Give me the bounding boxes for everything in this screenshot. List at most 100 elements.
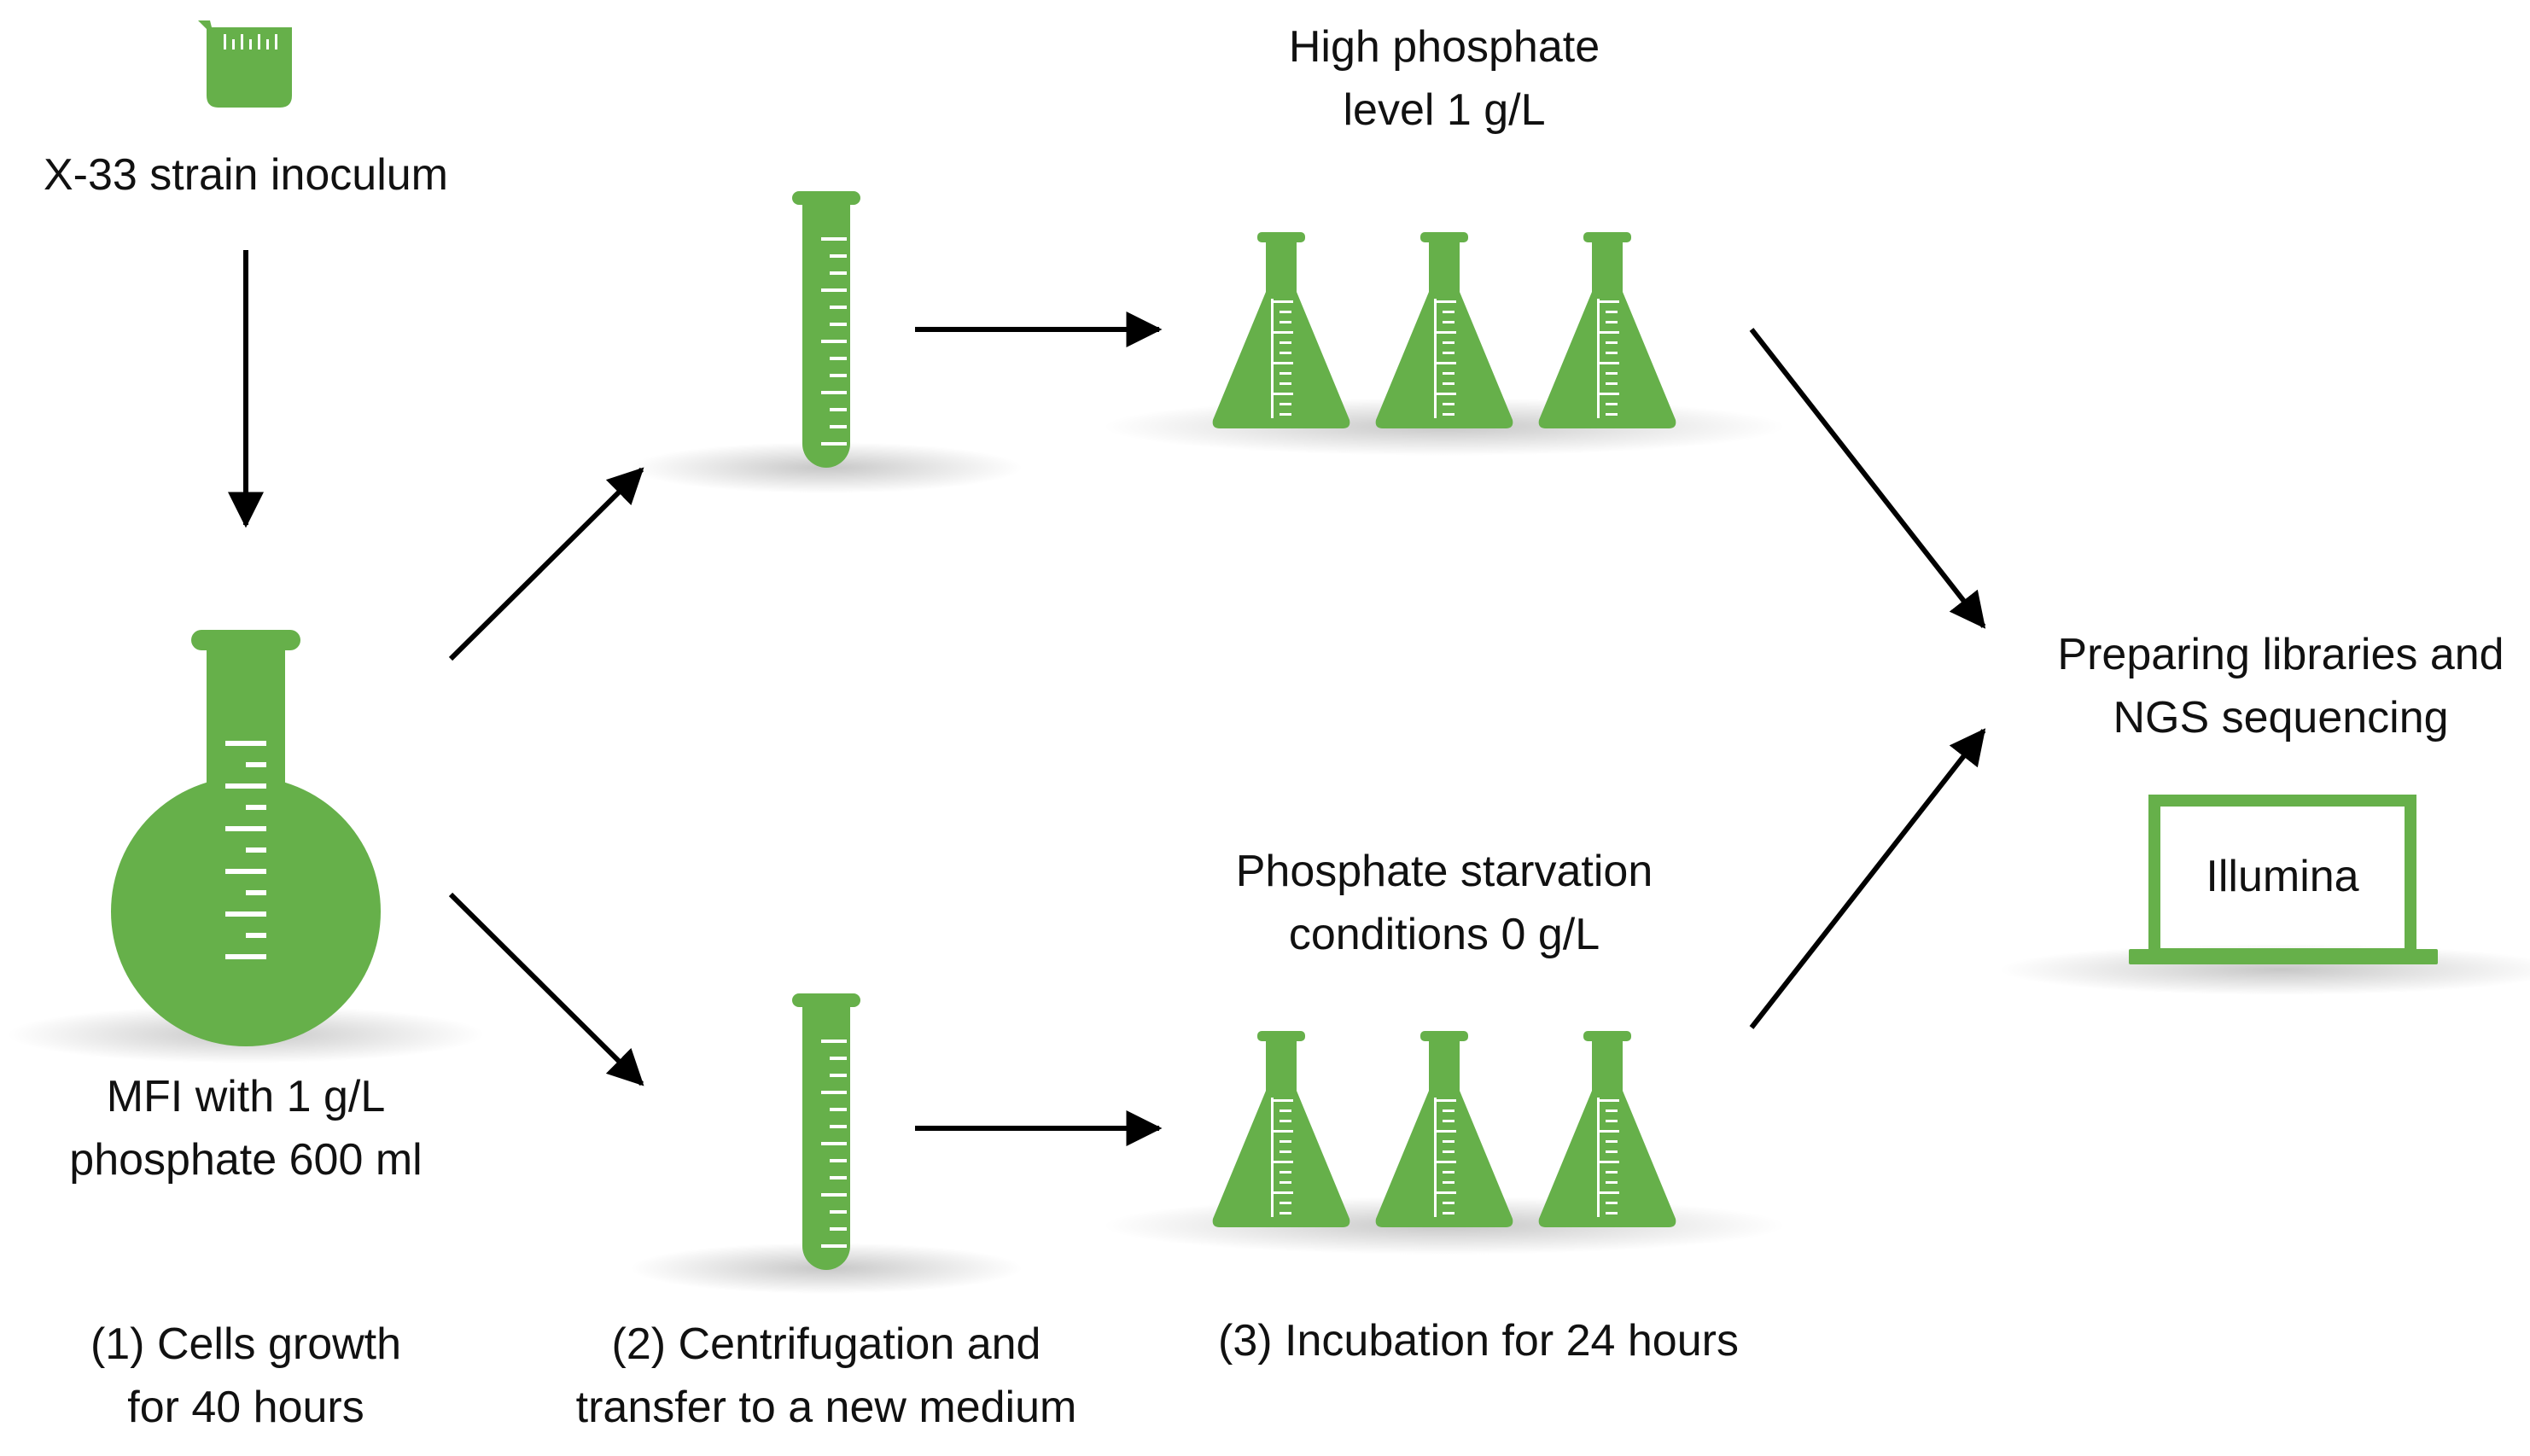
graduation-mark bbox=[1273, 1130, 1293, 1133]
graduation-mark bbox=[1443, 1120, 1454, 1122]
graduation-mark bbox=[830, 1227, 847, 1231]
graduation-mark bbox=[1606, 1212, 1618, 1214]
graduation-mark bbox=[1280, 1171, 1291, 1174]
graduation-mark bbox=[1280, 1202, 1291, 1204]
phosphate-starvation-flasks bbox=[1212, 1031, 1676, 1227]
graduation-mark bbox=[821, 237, 847, 241]
graduation-mark bbox=[1599, 300, 1619, 303]
round-flask-label: MFI with 1 g/L phosphate 600 ml bbox=[69, 1072, 423, 1185]
graduation-mark bbox=[246, 890, 266, 895]
graduation-mark bbox=[1606, 311, 1618, 313]
graduation-mark bbox=[1273, 300, 1293, 303]
graduation-mark bbox=[1273, 362, 1293, 364]
graduation-mark bbox=[1443, 413, 1454, 416]
graduation-mark bbox=[1606, 1120, 1618, 1122]
graduation-mark bbox=[1280, 413, 1291, 416]
graduation-mark bbox=[1599, 393, 1619, 395]
graduation-mark bbox=[1443, 1212, 1454, 1214]
graduation-mark bbox=[1606, 352, 1618, 354]
graduation-mark bbox=[830, 1057, 847, 1060]
round-bottom-flask-icon bbox=[111, 630, 381, 1046]
graduation-mark bbox=[821, 1142, 847, 1145]
graduation-mark bbox=[1436, 1099, 1456, 1102]
graduation-mark bbox=[830, 1074, 847, 1077]
arrow-low-to-sequencing bbox=[1749, 728, 1986, 1029]
graduation-mark bbox=[830, 1125, 847, 1128]
erlenmeyer-flask-icon bbox=[1538, 1031, 1676, 1227]
graduation-mark bbox=[821, 1193, 847, 1197]
graduation-scale bbox=[1434, 299, 1437, 418]
graduation-mark bbox=[1280, 1140, 1291, 1143]
high-phosphate-label: High phosphate level 1 g/L bbox=[1288, 22, 1600, 135]
graduation-mark bbox=[1606, 321, 1618, 323]
graduation-mark bbox=[225, 954, 266, 959]
graduation-mark bbox=[1273, 393, 1293, 395]
graduation-mark bbox=[1436, 1191, 1456, 1194]
graduation-mark bbox=[1273, 1161, 1293, 1163]
graduation-mark bbox=[830, 1108, 847, 1111]
graduation-mark bbox=[1606, 1140, 1618, 1143]
erlenmeyer-flask-icon bbox=[1375, 232, 1513, 428]
graduation-mark bbox=[1606, 372, 1618, 375]
step1-caption: (1) Cells growth for 40 hours bbox=[90, 1319, 402, 1432]
graduation-mark bbox=[821, 1091, 847, 1094]
graduation-mark bbox=[1280, 1109, 1291, 1112]
graduation-mark bbox=[225, 741, 266, 746]
graduation-mark bbox=[1273, 1191, 1293, 1194]
graduation-mark bbox=[830, 1210, 847, 1214]
graduation-mark bbox=[1599, 1099, 1619, 1102]
graduation-mark bbox=[225, 826, 266, 831]
beaker-icon bbox=[198, 20, 292, 108]
graduation-mark bbox=[1273, 1099, 1293, 1102]
graduation-mark bbox=[1280, 382, 1291, 385]
graduation-mark bbox=[830, 254, 847, 258]
graduation-mark bbox=[1443, 321, 1454, 323]
graduation-mark bbox=[1280, 321, 1291, 323]
erlenmeyer-flask-icon bbox=[1212, 232, 1350, 428]
graduation-mark bbox=[1436, 393, 1456, 395]
graduation-mark bbox=[1280, 372, 1291, 375]
graduation-scale bbox=[1597, 1098, 1600, 1217]
graduation-mark bbox=[246, 847, 266, 853]
graduation-mark bbox=[1599, 362, 1619, 364]
graduation-mark bbox=[1443, 1150, 1454, 1153]
sequencing-label: Preparing libraries and NGS sequencing bbox=[2057, 630, 2504, 743]
graduation-mark bbox=[1606, 1181, 1618, 1184]
erlenmeyer-flask-icon bbox=[1538, 232, 1676, 428]
graduation-mark bbox=[1280, 311, 1291, 313]
graduation-mark bbox=[1436, 1130, 1456, 1133]
graduation-mark bbox=[1280, 1212, 1291, 1214]
graduation-scale bbox=[1271, 299, 1274, 418]
graduation-mark bbox=[1443, 1109, 1454, 1112]
graduation-mark bbox=[1436, 331, 1456, 334]
graduation-mark bbox=[1599, 1191, 1619, 1194]
graduation-mark bbox=[1280, 1150, 1291, 1153]
graduation-mark bbox=[246, 933, 266, 938]
test-tube-icon bbox=[792, 993, 860, 1270]
high-phosphate-flasks bbox=[1212, 232, 1676, 428]
laptop-screen-text: Illumina bbox=[2206, 852, 2359, 901]
graduation-mark bbox=[1273, 331, 1293, 334]
graduation-mark bbox=[1606, 1171, 1618, 1174]
graduation-mark bbox=[830, 1159, 847, 1162]
graduation-mark bbox=[1443, 1202, 1454, 1204]
graduation-mark bbox=[1443, 403, 1454, 405]
graduation-mark bbox=[1443, 382, 1454, 385]
graduation-mark bbox=[1606, 413, 1618, 416]
graduation-mark bbox=[830, 357, 847, 360]
laptop-icon bbox=[2129, 795, 2438, 964]
graduation-mark bbox=[1443, 341, 1454, 344]
step3-caption: (3) Incubation for 24 hours bbox=[1218, 1316, 1739, 1366]
graduation-scale bbox=[1597, 299, 1600, 418]
erlenmeyer-flask-icon bbox=[1212, 1031, 1350, 1227]
graduation-mark bbox=[1436, 300, 1456, 303]
starvation-label: Phosphate starvation conditions 0 g/L bbox=[1235, 847, 1653, 959]
graduation-mark bbox=[1443, 1140, 1454, 1143]
graduation-mark bbox=[1436, 362, 1456, 364]
graduation-mark bbox=[830, 271, 847, 275]
graduation-mark bbox=[1280, 1120, 1291, 1122]
test-tube-icon bbox=[792, 191, 860, 468]
graduation-mark bbox=[1606, 1109, 1618, 1112]
arrow-flask-to-tube-top bbox=[448, 467, 644, 661]
